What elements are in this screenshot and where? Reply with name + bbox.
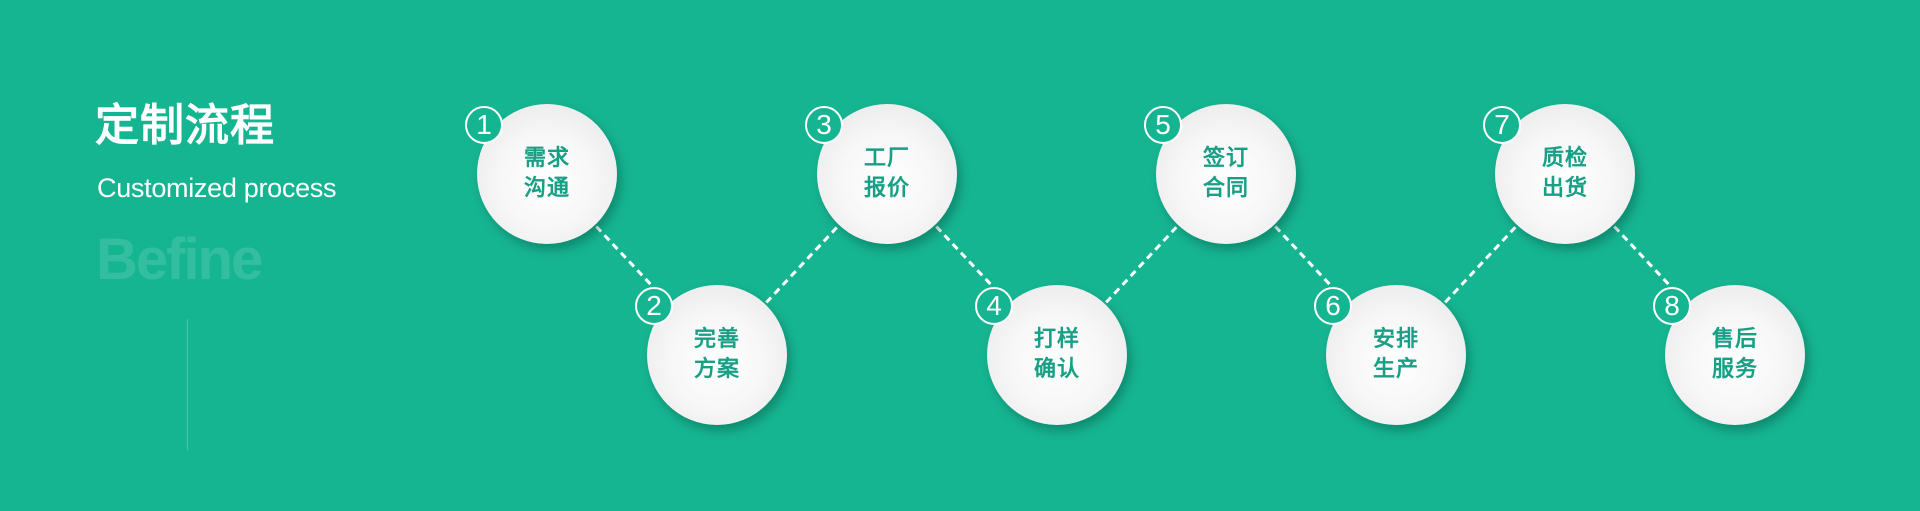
step-label-line2: 沟通: [523, 176, 570, 201]
step-label-line1: 安排: [1372, 327, 1419, 352]
step-number-badge: 8: [1653, 287, 1691, 325]
step-label-line1: 质检: [1541, 146, 1588, 171]
step-label: 签订 合同: [1156, 104, 1296, 244]
step-label: 完善 方案: [647, 285, 787, 425]
step-number-badge: 2: [635, 287, 673, 325]
step-number-badge: 7: [1483, 106, 1521, 144]
vertical-divider: [187, 319, 188, 450]
step-label-line2: 服务: [1711, 357, 1758, 382]
step-label-line2: 方案: [693, 357, 740, 382]
step-label: 质检 出货: [1495, 104, 1635, 244]
step-label: 售后 服务: [1665, 285, 1805, 425]
step-label-line2: 生产: [1372, 357, 1419, 382]
page-subtitle: Customized process: [97, 173, 337, 203]
step-label-line2: 出货: [1541, 176, 1588, 201]
step-number-badge: 6: [1314, 287, 1352, 325]
step-label-line1: 售后: [1711, 327, 1758, 352]
step-number-badge: 4: [975, 287, 1013, 325]
step-5-sign-contract: 签订 合同 5: [1144, 104, 1296, 244]
step-7-inspection-shipping: 质检 出货 7: [1483, 104, 1635, 244]
step-number-badge: 5: [1144, 106, 1182, 144]
step-label-line2: 合同: [1202, 176, 1249, 201]
step-label: 工厂 报价: [817, 104, 957, 244]
step-1-requirement-communication: 需求 沟通 1: [465, 104, 617, 244]
step-label-line1: 完善: [693, 327, 740, 352]
step-8-after-sales-service: 售后 服务 8: [1653, 285, 1805, 425]
step-label-line1: 工厂: [863, 146, 910, 171]
step-label-line2: 确认: [1033, 357, 1080, 382]
step-2-refine-plan: 完善 方案 2: [635, 285, 787, 425]
step-label: 打样 确认: [987, 285, 1127, 425]
page-title: 定制流程: [95, 100, 275, 151]
step-number-badge: 3: [805, 106, 843, 144]
step-label-line2: 报价: [863, 176, 910, 201]
step-4-sample-confirmation: 打样 确认 4: [975, 285, 1127, 425]
befine-logo-watermark: Befine: [96, 227, 263, 292]
step-number-badge: 1: [465, 106, 503, 144]
step-3-factory-quote: 工厂 报价 3: [805, 104, 957, 244]
step-label-line1: 签订: [1202, 146, 1249, 171]
step-label-line1: 需求: [523, 146, 570, 171]
step-6-arrange-production: 安排 生产 6: [1314, 285, 1466, 425]
step-label: 安排 生产: [1326, 285, 1466, 425]
step-label-line1: 打样: [1033, 327, 1080, 352]
step-label: 需求 沟通: [477, 104, 617, 244]
